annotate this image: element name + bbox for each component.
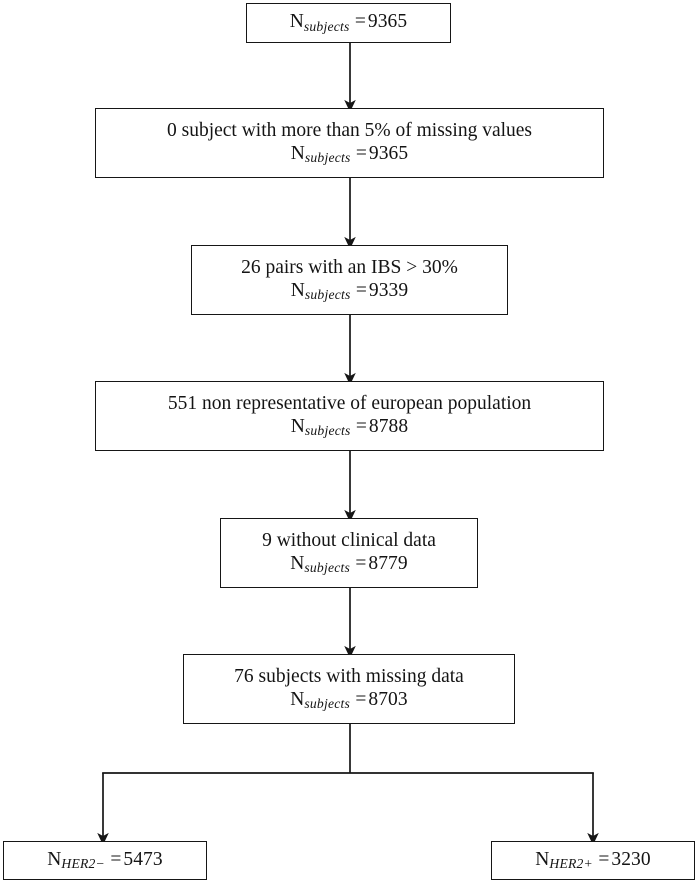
math-value: 9339 — [368, 279, 409, 301]
missing-values-exclusion-box-description: 0 subject with more than 5% of missing v… — [166, 120, 533, 141]
math-relation: = — [355, 142, 367, 164]
math-relation: = — [355, 688, 367, 710]
ibs-pairs-exclusion-box-description: 26 pairs with an IBS > 30% — [241, 257, 458, 278]
math-symbol: N — [290, 279, 305, 301]
no-clinical-data-exclusion-box-count-line: Nsubjects =8779 — [290, 553, 408, 576]
her2-positive-group-box-count-line: NHER2+ =3230 — [535, 849, 651, 872]
math-symbol: N — [290, 415, 305, 437]
math-subscript: subjects — [304, 423, 351, 439]
non-european-exclusion-box: 551 non representative of european popul… — [95, 381, 604, 451]
math-value: 5473 — [123, 848, 163, 870]
missing-data-exclusion-box-count-line: Nsubjects =8703 — [290, 689, 408, 712]
missing-values-exclusion-box: 0 subject with more than 5% of missing v… — [95, 108, 604, 178]
math-value: 8703 — [368, 688, 408, 710]
math-relation: = — [110, 848, 122, 870]
math-value: 9365 — [367, 11, 408, 33]
ibs-pairs-exclusion-box-count-line: Nsubjects=9339 — [291, 280, 409, 303]
math-subscript: subjects — [303, 18, 350, 34]
math-relation: = — [355, 279, 367, 301]
math-subscript: subjects — [304, 150, 351, 166]
math-symbol: N — [47, 848, 62, 870]
non-european-exclusion-box-description: 551 non representative of european popul… — [167, 393, 532, 414]
non-european-exclusion-box-count-line: Nsubjects=8788 — [291, 416, 409, 439]
missing-data-exclusion-box-description: 76 subjects with missing data — [234, 666, 464, 687]
math-relation: = — [355, 415, 367, 437]
ibs-pairs-exclusion-box: 26 pairs with an IBS > 30%Nsubjects=9339 — [191, 245, 508, 315]
math-value: 9365 — [368, 142, 409, 164]
her2-negative-group-box-count-line: NHER2− =5473 — [47, 849, 163, 872]
math-value: 8779 — [368, 552, 408, 574]
math-relation: = — [354, 11, 366, 33]
math-subscript: subjects — [304, 696, 350, 712]
math-value: 8788 — [368, 415, 409, 437]
math-relation: = — [598, 848, 610, 870]
math-subscript: HER2+ — [549, 856, 593, 872]
math-subscript: subjects — [304, 560, 350, 576]
math-value: 3230 — [611, 848, 651, 870]
math-symbol: N — [290, 552, 305, 574]
math-relation: = — [355, 552, 367, 574]
math-symbol: N — [290, 688, 305, 710]
missing-values-exclusion-box-count-line: Nsubjects=9365 — [291, 143, 409, 166]
math-symbol: N — [290, 142, 305, 164]
math-symbol: N — [289, 11, 304, 33]
math-subscript: subjects — [304, 287, 351, 303]
no-clinical-data-exclusion-box-description: 9 without clinical data — [262, 530, 436, 551]
math-subscript: HER2− — [61, 856, 105, 872]
total-subjects-box-count-line: Nsubjects=9365 — [290, 11, 408, 34]
math-symbol: N — [535, 848, 550, 870]
her2-positive-group-box: NHER2+ =3230 — [491, 841, 695, 880]
her2-negative-group-box: NHER2− =5473 — [3, 841, 207, 880]
split-group — [97, 724, 599, 846]
total-subjects-box: Nsubjects=9365 — [246, 3, 451, 43]
